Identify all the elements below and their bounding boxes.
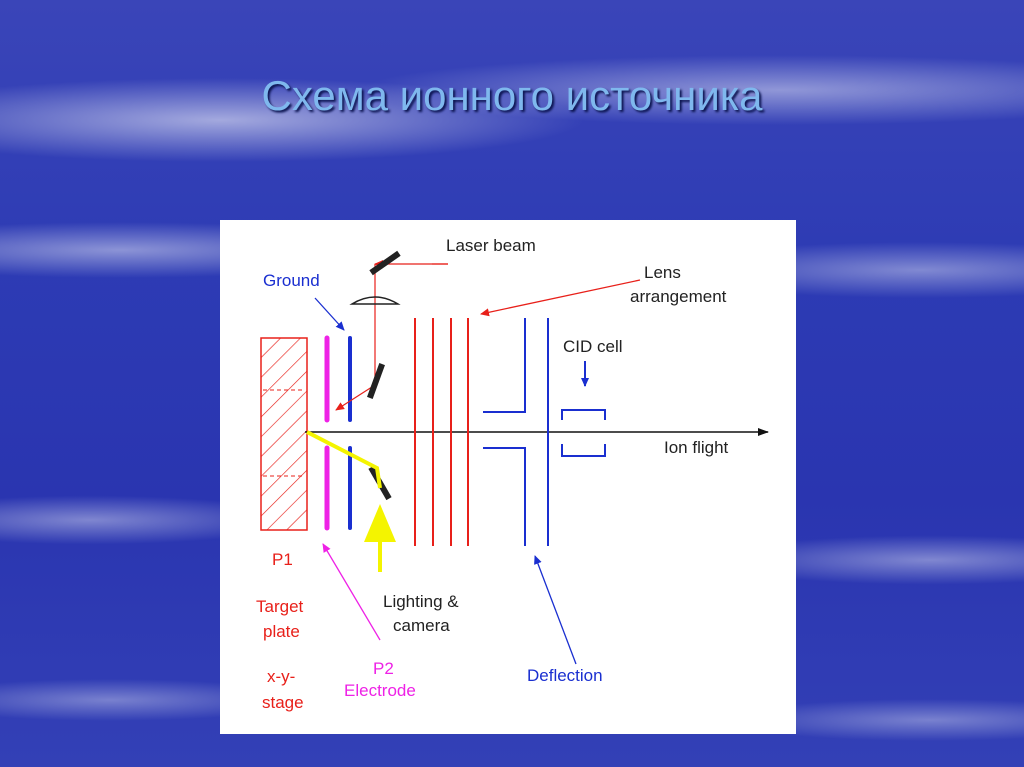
slide-title: Схема ионного источника bbox=[261, 72, 763, 119]
electrode-pointer bbox=[322, 543, 381, 641]
ground-pointer bbox=[314, 297, 345, 331]
target-plate bbox=[260, 337, 308, 531]
lens-label-line2: arrangement bbox=[630, 287, 727, 306]
cid-cell-top bbox=[561, 409, 606, 420]
electrode-label: Electrode bbox=[344, 681, 416, 700]
lens-pointer bbox=[480, 279, 641, 317]
ion-source-diagram: Laser beam Lens arrangement Ground CID c… bbox=[220, 220, 796, 734]
p1-label: P1 bbox=[272, 550, 293, 569]
cid-cell-label: CID cell bbox=[563, 337, 623, 356]
deflection-plate-upper bbox=[483, 318, 526, 413]
lighting-label-line2: camera bbox=[393, 616, 450, 635]
cid-cell-bottom bbox=[561, 444, 606, 457]
diagram-canvas: Laser beam Lens arrangement Ground CID c… bbox=[256, 236, 769, 712]
target-label-line2: plate bbox=[263, 622, 300, 641]
ion-flight-label: Ion flight bbox=[664, 438, 729, 457]
deflection-pointer bbox=[534, 555, 577, 665]
deflection-plate-lower bbox=[483, 447, 526, 546]
p2-label: P2 bbox=[373, 659, 394, 678]
lighting-beam bbox=[306, 430, 382, 489]
xy-stage-label-line1: x-y- bbox=[267, 667, 295, 686]
laser-beam-label: Laser beam bbox=[446, 236, 536, 255]
xy-stage-label-line2: stage bbox=[262, 693, 304, 712]
lens-label-line1: Lens bbox=[644, 263, 681, 282]
laser-path-to-target bbox=[335, 384, 376, 411]
mid-mirror bbox=[367, 363, 385, 399]
top-mirror bbox=[369, 250, 401, 276]
lighting-arrow-head bbox=[364, 504, 396, 542]
lighting-label-line1: Lighting & bbox=[383, 592, 459, 611]
focusing-lens bbox=[349, 296, 401, 305]
target-label-line1: Target bbox=[256, 597, 304, 616]
deflection-label: Deflection bbox=[527, 666, 603, 685]
ground-label: Ground bbox=[263, 271, 320, 290]
